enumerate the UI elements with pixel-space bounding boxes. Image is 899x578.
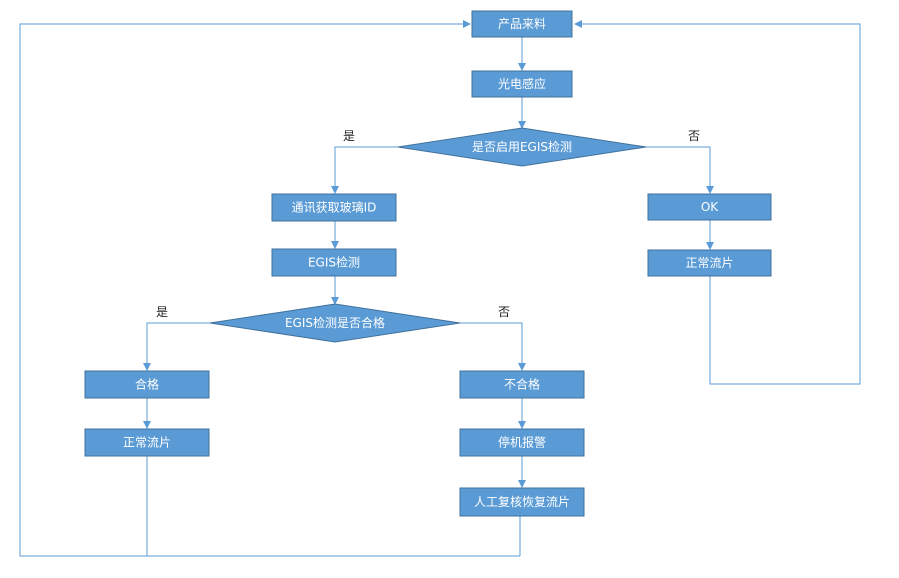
label-pass-yes: 是 [156, 305, 168, 319]
node-normal-flow-right-label: 正常流片 [685, 256, 733, 270]
node-enable-decision: 是否启用EGIS检测 [397, 127, 647, 167]
node-manual-review: 人工复核恢复流片 [459, 487, 585, 517]
label-enable-yes: 是 [343, 129, 355, 143]
label-enable-no: 否 [688, 129, 700, 143]
node-normal-flow-left-label: 正常流片 [123, 436, 171, 450]
node-normal-flow-left: 正常流片 [84, 428, 210, 457]
edge-flow-right-return [574, 20, 861, 385]
node-get-glass-id: 通讯获取玻璃ID [271, 193, 397, 222]
node-ok: OK [647, 193, 772, 221]
connectors [19, 20, 861, 557]
node-fail-label: 不合格 [504, 377, 540, 392]
node-stop-alarm: 停机报警 [459, 428, 585, 457]
edge-pass-no [460, 322, 526, 371]
node-enable-label: 是否启用EGIS检测 [472, 139, 572, 154]
node-normal-flow-right: 正常流片 [647, 249, 772, 277]
node-incoming-label: 产品来料 [498, 17, 546, 31]
node-stop-alarm-label: 停机报警 [498, 435, 546, 450]
node-incoming: 产品来料 [471, 10, 573, 38]
node-egis-inspect: EGIS检测 [271, 248, 397, 277]
label-pass-no: 否 [498, 305, 510, 319]
edge-enable-no [646, 146, 714, 194]
node-egis-inspect-label: EGIS检测 [308, 255, 360, 270]
node-get-glass-id-label: 通讯获取玻璃ID [292, 201, 377, 215]
node-ok-label: OK [701, 200, 719, 214]
node-sensor-label: 光电感应 [498, 76, 546, 91]
node-sensor: 光电感应 [471, 70, 573, 98]
node-manual-review-label: 人工复核恢复流片 [474, 495, 570, 509]
edge-pass-yes [143, 322, 210, 371]
edge-enable-yes [331, 146, 398, 194]
node-pass-decision: EGIS检测是否合格 [209, 303, 461, 343]
node-pass-label: 合格 [135, 377, 159, 392]
node-fail: 不合格 [459, 370, 585, 399]
node-pass-decision-label: EGIS检测是否合格 [285, 315, 385, 330]
node-pass: 合格 [84, 370, 210, 399]
edge-left-return [19, 20, 520, 557]
